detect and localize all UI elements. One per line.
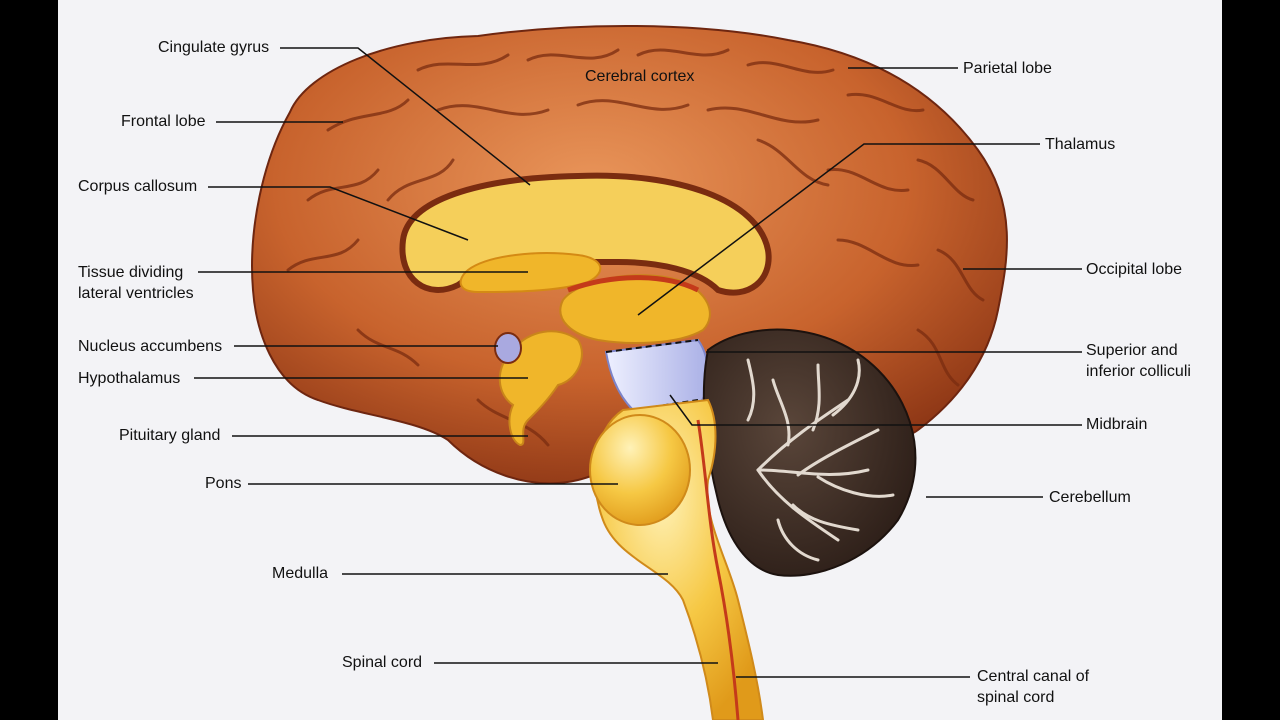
label-central-canal-line2: spinal cord [977, 689, 1055, 706]
arbor-vitae [746, 358, 895, 562]
label-colliculi-line1: Superior and [1086, 342, 1178, 359]
label-tissue-dividing-line2: lateral ventricles [78, 285, 194, 302]
label-colliculi: Superior and inferior colliculi [1086, 340, 1191, 382]
label-spinal-cord: Spinal cord [342, 654, 423, 671]
label-nucleus-accumbens: Nucleus accumbens [78, 338, 223, 355]
label-midbrain: Midbrain [1086, 416, 1148, 433]
fornix [567, 275, 700, 293]
label-pituitary-gland: Pituitary gland [119, 427, 221, 444]
label-cerebral-cortex: Cerebral cortex [585, 68, 695, 85]
label-medulla: Medulla [272, 565, 329, 582]
label-occipital-lobe: Occipital lobe [1086, 261, 1183, 278]
label-cingulate-gyrus: Cingulate gyrus [158, 39, 270, 56]
label-pons: Pons [205, 475, 242, 492]
label-thalamus: Thalamus [1045, 136, 1116, 153]
nucleus-accumbens [494, 332, 522, 364]
central-canal [696, 419, 740, 720]
hypothalamus [498, 330, 583, 447]
label-central-canal-line1: Central canal of [977, 668, 1090, 685]
label-central-canal: Central canal of spinal cord [977, 666, 1089, 708]
label-colliculi-line2: inferior colliculi [1086, 363, 1191, 380]
label-hypothalamus: Hypothalamus [78, 370, 181, 387]
brain-illustration [194, 24, 1082, 720]
cerebellum [702, 328, 917, 577]
label-parietal-lobe: Parietal lobe [963, 60, 1052, 77]
gyri [286, 48, 985, 447]
pons [589, 414, 691, 526]
leader-lines [194, 47, 1082, 678]
midbrain-boundary-top [605, 339, 699, 353]
label-frontal-lobe: Frontal lobe [121, 113, 206, 130]
diagram-canvas: Cingulate gyrus Frontal lobe Corpus call… [58, 0, 1222, 720]
label-corpus-callosum: Corpus callosum [78, 178, 198, 195]
label-tissue-dividing: Tissue dividing lateral ventricles [78, 262, 194, 304]
label-cerebellum: Cerebellum [1049, 489, 1131, 506]
label-tissue-dividing-line1: Tissue dividing [78, 264, 184, 281]
